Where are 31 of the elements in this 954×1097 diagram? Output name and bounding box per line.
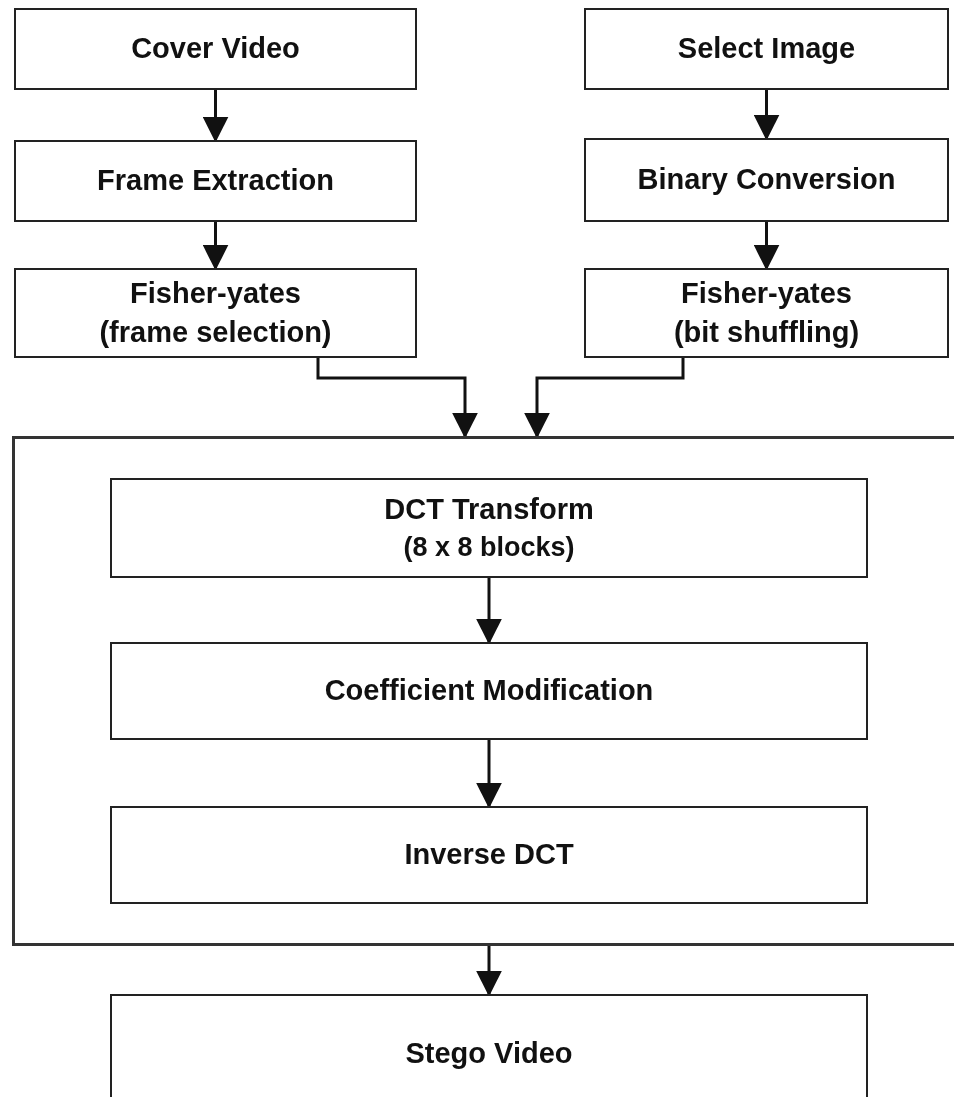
box-subtitle: (8 x 8 blocks) [403,531,575,565]
frame-box [12,436,954,946]
process-box [110,478,868,578]
box-label: Fisher-yates (frame selection) [98,275,333,350]
box-label: Inverse DCT [404,837,574,873]
arrow [202,90,229,143]
box-label: Binary Conversion [637,162,896,198]
process-box [110,806,868,904]
process-box [584,138,949,222]
box-label: Cover Video [131,31,300,67]
box-label: Stego Video [405,1036,573,1072]
arrow [524,358,685,439]
process-box [14,268,417,358]
box-label: Fisher-yates (bit shuffling) [672,275,861,350]
arrow [202,222,229,271]
arrow [316,358,478,439]
arrow [753,222,780,271]
process-box [14,140,417,222]
arrow [476,740,502,809]
box-label: DCT Transform [384,492,594,528]
arrow [476,578,502,645]
arrow [476,946,502,997]
box-label: Frame Extraction [97,163,334,199]
process-box [14,8,417,90]
process-box [110,642,868,740]
box-label: Coefficient Modification [324,673,654,709]
box-label: Select Image [677,31,856,67]
process-box [584,268,949,358]
arrow [753,90,780,141]
process-box [110,994,868,1097]
process-box [584,8,949,90]
